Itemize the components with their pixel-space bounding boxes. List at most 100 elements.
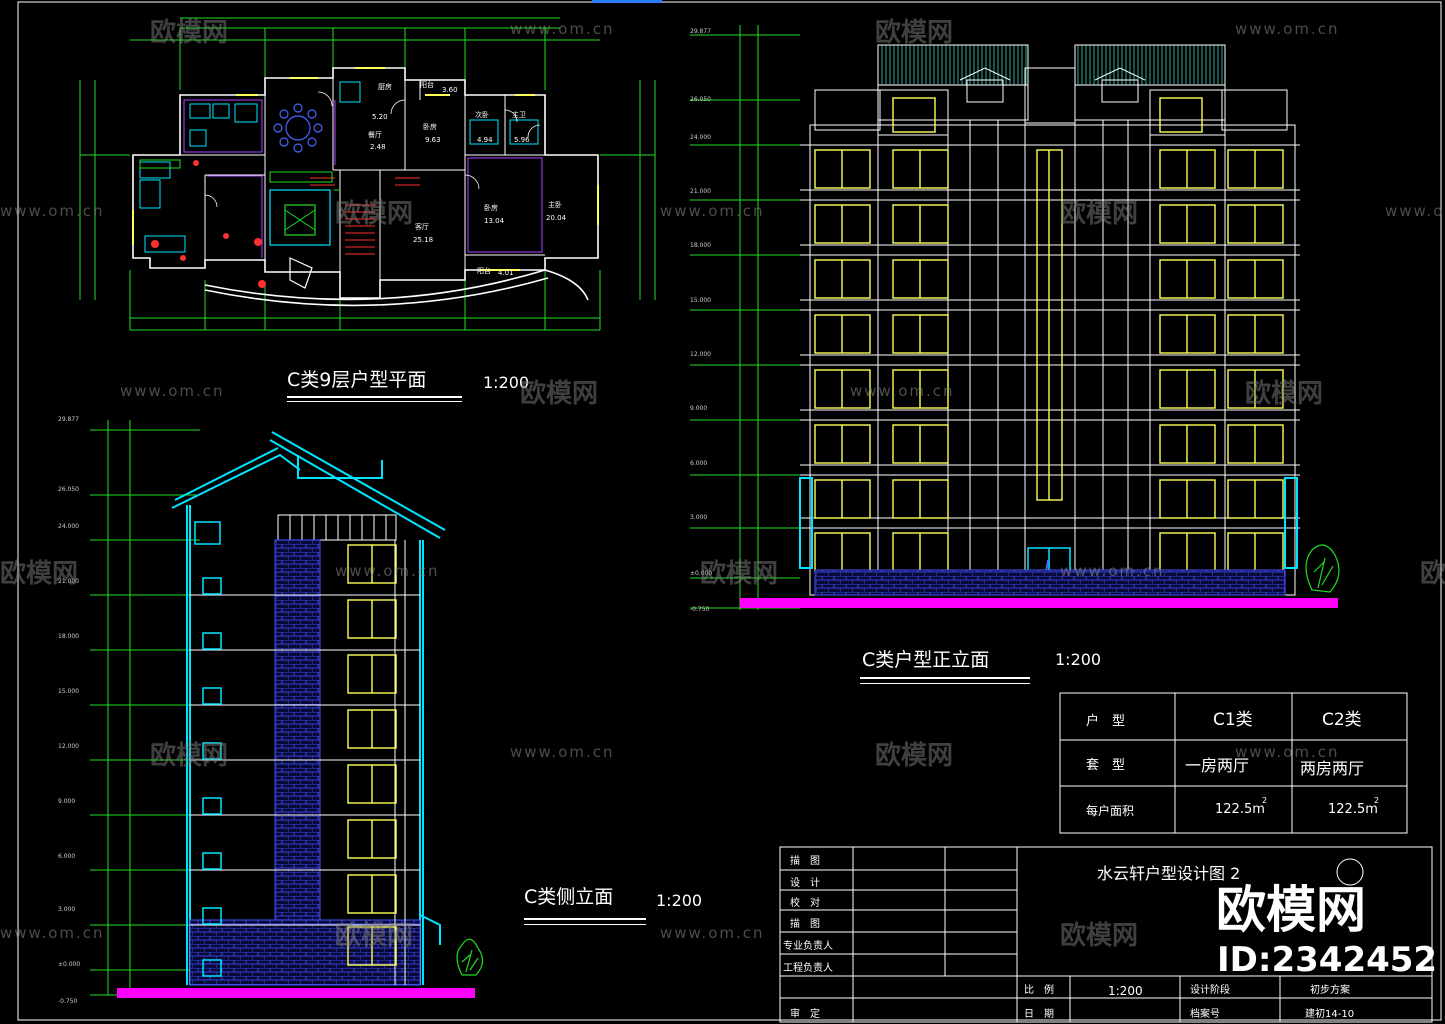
room-label: 卧房 [484,204,498,212]
table-cell-c1: 122.5m [1215,802,1265,817]
plan-title: C类9层户型平面 [287,369,427,391]
watermark-cn: 欧模网 [150,741,229,771]
watermark-cn: 欧模网 [150,18,229,48]
tb-approve: 审 定 [790,1009,820,1020]
table-cell-c1: 一房两厅 [1185,756,1250,775]
room-label: 厨房 [378,83,392,91]
table-header-c1: C1类 [1213,710,1253,730]
watermark-site: www.om.cn [850,382,955,400]
elev-mark: 24.000 [690,134,711,141]
window [892,97,936,133]
room-label: 阳台 [477,267,491,275]
elev-mark: 3.000 [58,906,76,913]
side-title-underline [524,918,646,920]
elev-mark: ±0.000 [58,961,81,968]
elev-mark: 21.000 [58,578,79,585]
front-title: C类户型正立面 [862,649,990,671]
brand-logo-text: 欧模网 [1216,881,1366,939]
front-title-underline [860,677,1030,679]
table-cell-c2: 两房两厅 [1300,759,1365,778]
room-area: 13.04 [484,217,505,225]
elev-mark: ±0.000 [690,570,713,577]
sheet-frame [17,1,1442,1021]
elev-mark: 9.000 [690,405,708,412]
table-cell-c2: 122.5m [1328,802,1378,817]
watermark-cn: 欧模网 [335,921,414,951]
watermark-site: www.om.cn [0,202,105,220]
elev-mark: 26.050 [690,96,711,103]
room-area: 5.20 [372,113,388,121]
room-label: 客厅 [415,223,429,231]
room-label: 次卧 [475,111,489,119]
table-row-label: 套 型 [1086,758,1126,773]
title-block-grid [779,846,1433,1023]
room-label: 阳台 [420,81,434,89]
watermark-site: www.om.cn [120,382,225,400]
table-header-c2: C2类 [1322,710,1362,730]
tree-icon [1305,544,1340,593]
room-area: 5.96 [514,136,530,144]
plan-title-underline [287,396,462,398]
side-scale: 1:200 [656,891,703,910]
room-area: 4.01 [498,269,514,277]
room-area: 9.63 [425,136,441,144]
table-cell-c1-sup: 2 [1262,796,1268,805]
watermark-cn: 欧模网 [520,379,599,409]
elev-mark: 12.000 [58,743,79,750]
tb-archive-label: 档案号 [1190,1009,1220,1020]
table-header-type: 户 型 [1086,714,1126,729]
room-label: 主卫 [512,111,526,119]
watermark-cn: 欧模网 [1060,921,1139,951]
top-tab [592,0,662,3]
front-scale: 1:200 [1055,650,1102,669]
elev-mark: 24.000 [58,523,79,530]
side-title-underline-thin [524,924,646,925]
watermark-cn: 欧模网 [1060,199,1139,229]
tb-date-label: 日 期 [1024,1009,1054,1020]
watermark-cn: 欧模网 [0,559,79,589]
watermark-cn: 欧模网 [875,741,954,771]
plan-scale: 1:200 [483,373,530,392]
tb-role: 描 图 [790,856,820,867]
tb-role: 描 图 [790,919,820,930]
room-area: 4.94 [477,136,493,144]
piano-icon [289,257,313,289]
table-row-label: 每户面积 [1086,804,1135,818]
tb-role: 校 对 [790,898,820,909]
watermark-site: www.om.cn [335,562,440,580]
tb-role: 设 计 [790,878,820,889]
watermark-site: www.om.cn [1235,743,1340,761]
elev-mark: 9.000 [58,798,76,805]
elev-mark: 18.000 [690,242,711,249]
front-elevation [690,25,1340,610]
elev-mark: 29.877 [58,416,79,423]
dining-table-icon [273,103,323,153]
tb-stage-label: 设计阶段 [1190,985,1230,996]
elev-mark: 6.000 [690,460,708,467]
watermark-site: www.om.cn [660,924,765,942]
room-area: 20.04 [546,214,567,222]
brand-id: ID:2342452 [1217,940,1438,980]
elev-mark: -0.750 [690,606,710,613]
plan-title-underline-thin [287,401,462,402]
room-label: 餐厅 [368,131,382,139]
room-area: 3.60 [442,86,458,94]
tb-role: 工程负责人 [783,963,833,974]
floor-plan [79,17,656,331]
elev-mark: 26.050 [58,486,79,493]
tb-ratio-label: 比 例 [1024,985,1054,996]
sofa-icon [269,171,333,246]
side-title: C类侧立面 [524,886,614,908]
watermark-cn: 欧模网 [875,18,954,48]
room-area: 2.48 [370,143,386,151]
watermark-cn: 欧模网 [335,199,414,229]
tb-stage-value: 初步方案 [1310,985,1350,996]
watermark-site: www.om.cn [510,20,615,38]
elev-mark: 15.000 [58,688,79,695]
front-title-underline-thin [860,683,1030,684]
watermark-site: www.om.cn [510,743,615,761]
watermark-site: www.om.cn [1385,202,1445,220]
room-label: 主卧 [548,201,562,209]
tb-role: 专业负责人 [783,941,833,952]
